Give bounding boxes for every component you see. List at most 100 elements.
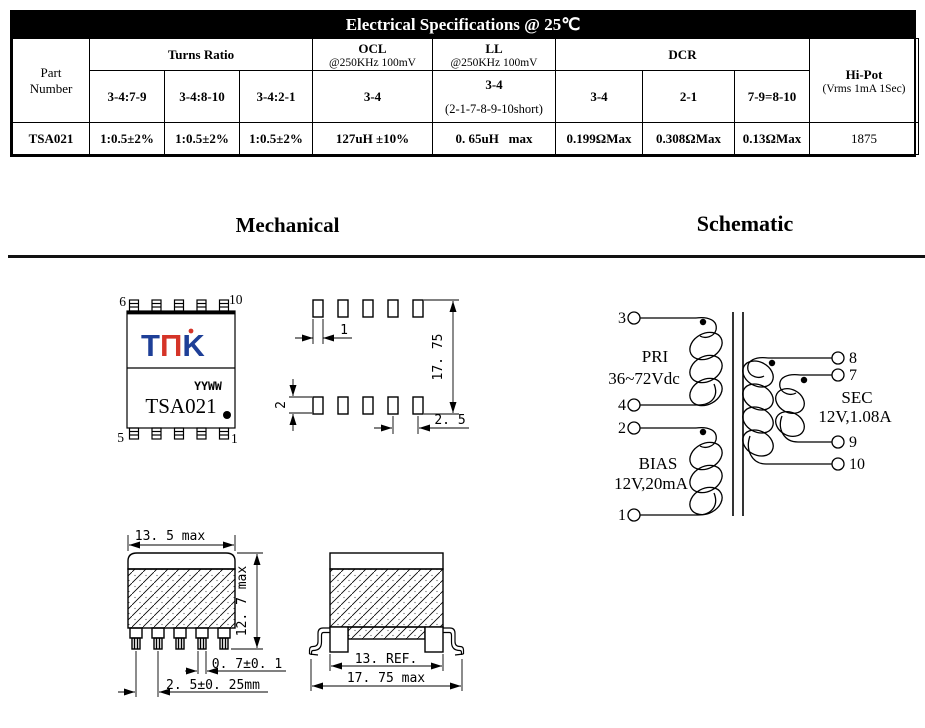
logo-letter-k: K — [182, 328, 205, 363]
cell-ll: 0. 65uH max — [432, 122, 556, 155]
logo-letter-t: T — [141, 328, 160, 363]
col-turns-ratio: Turns Ratio — [89, 38, 313, 71]
dim-body-height: 12. 7 max — [235, 566, 250, 637]
dcr-sub-3: 7-9=8-10 — [733, 70, 811, 123]
left-foot — [329, 626, 349, 653]
pri-phase-dot — [699, 318, 707, 326]
section-divider-line — [8, 255, 925, 258]
pin1-indicator-dot — [223, 411, 231, 419]
schematic-pin-9: 9 — [849, 434, 857, 451]
turns-sub-1: 3-4:7-9 — [89, 70, 165, 123]
pin-label-6: 6 — [119, 294, 126, 309]
ocl-label: OCL — [358, 40, 387, 56]
ll-sub-short: (2-1-7-8-9-10short) — [445, 101, 543, 116]
col-ll: LL @250KHz 100mV — [432, 38, 556, 71]
dimension-lines — [310, 654, 463, 691]
right-lead — [442, 627, 465, 656]
sec-outer-phase-dot — [768, 359, 776, 367]
schematic-pin-4: 4 — [618, 397, 626, 414]
ll-label: LL — [485, 40, 503, 56]
phase-dots — [699, 318, 808, 436]
side-body — [308, 552, 465, 656]
col-ocl: OCL @250KHz 100mV — [312, 38, 433, 71]
pin-label-5: 5 — [117, 430, 124, 445]
tnk-logo: TΠK — [141, 328, 205, 363]
schematic-pin-2: 2 — [618, 420, 626, 437]
hatched-base-strip — [347, 626, 426, 640]
turns-sub-2: 3-4:8-10 — [164, 70, 240, 123]
bias-label: BIAS — [639, 454, 678, 473]
part-marking: TSA021 — [145, 394, 216, 418]
side-view-drawing: 13. REF. 17. 75 max — [308, 552, 465, 691]
dim-overall-length: 17. 75 — [431, 334, 446, 381]
bias-rating: 12V,20mA — [614, 474, 689, 493]
spec-table: Part Number Turns Ratio OCL @250KHz 100m… — [12, 38, 920, 155]
schematic-pin-8: 8 — [849, 350, 857, 367]
turns-sub-3: 3-4:2-1 — [239, 70, 313, 123]
dim-pad-pitch: 2. 5 — [434, 413, 465, 428]
logo-dot — [188, 328, 194, 334]
dim-pad-length: 2 — [274, 401, 289, 409]
cell-ocl: 127uH ±10% — [312, 122, 433, 155]
col-hipot: Hi-Pot (Vrms 1mA 1Sec) — [809, 38, 920, 123]
schematic-section-title: Schematic — [696, 211, 794, 236]
windings — [627, 311, 845, 522]
ocl-sub: 3-4 — [312, 70, 433, 123]
mechanical-section-title: Mechanical — [235, 213, 340, 237]
dim-overall-width: 17. 75 max — [347, 671, 425, 686]
header-row-groups: Part Number Turns Ratio OCL @250KHz 100m… — [12, 38, 920, 123]
dim-pin-width: 0. 7±0. 1 — [212, 657, 282, 672]
pads — [312, 299, 424, 415]
hatched-body — [329, 568, 444, 628]
cell-turns-1: 1:0.5±2% — [89, 122, 165, 155]
sec-rating: 12V,1.08A — [818, 407, 892, 426]
date-code: YYWW — [194, 379, 222, 393]
pin-label-10: 10 — [229, 292, 243, 307]
land-pattern-drawing: 1 17. 75 2 2. 5 — [274, 299, 469, 434]
left-lead — [308, 627, 331, 656]
cell-turns-2: 1:0.5±2% — [164, 122, 240, 155]
dim-body-width: 13. 5 max — [135, 529, 206, 544]
dcr-sub-1: 3-4 — [555, 70, 643, 123]
table-title: Electrical Specifications @ 25℃ — [12, 12, 914, 38]
sec-label: SEC — [841, 388, 872, 407]
core-cap — [127, 552, 236, 570]
ll-sub: 3-4 (2-1-7-8-9-10short) — [432, 70, 556, 123]
cell-dcr-3: 0.13ΩMax — [733, 122, 811, 155]
schematic-pin-3: 3 — [618, 310, 626, 327]
bias-phase-dot — [699, 428, 707, 436]
dim-pad-width: 1 — [340, 323, 348, 338]
sec-inner-phase-dot — [800, 376, 808, 384]
cell-dcr-1: 0.199ΩMax — [555, 122, 643, 155]
dimension-lines — [118, 535, 286, 697]
schematic-drawing: 3 4 2 1 8 7 9 10 PRI 36~72Vdc BIAS 12V,2… — [608, 310, 892, 524]
cell-part: TSA021 — [12, 122, 90, 155]
right-foot — [424, 626, 444, 653]
ocl-condition: @250KHz 100mV — [329, 56, 416, 69]
pri-rating: 36~72Vdc — [608, 369, 680, 388]
dim-pin-pitch: 2. 5±0. 25mm — [166, 678, 260, 693]
cell-hipot: 1875 — [809, 122, 920, 155]
cell-turns-3: 1:0.5±2% — [239, 122, 313, 155]
schematic-pin-7: 7 — [849, 367, 857, 384]
front-view-drawing: 13. 5 max 12. 7 max 0. 7±0. 1 2. 5±0. 25… — [118, 529, 286, 697]
front-body — [127, 552, 236, 650]
hipot-condition: (Vrms 1mA 1Sec) — [822, 82, 906, 95]
chip-top-view-drawing: TΠK YYWW TSA021 6 10 5 1 — [117, 292, 243, 446]
dim-body-ref: 13. REF. — [355, 652, 418, 667]
table-row: TSA021 1:0.5±2% 1:0.5±2% 1:0.5±2% 127uH … — [12, 122, 920, 155]
col-dcr: DCR — [554, 38, 811, 71]
col-part-number: Part Number — [12, 38, 90, 123]
schematic-pin-10: 10 — [849, 456, 865, 473]
schematic-pin-1: 1 — [618, 507, 626, 524]
ll-condition: @250KHz 100mV — [450, 56, 538, 69]
dimension-lines — [289, 299, 469, 434]
hatched-body — [127, 568, 236, 629]
cell-dcr-2: 0.308ΩMax — [642, 122, 735, 155]
top-band — [329, 552, 444, 570]
pin-label-1: 1 — [231, 431, 238, 446]
header-row-pins: 3-4:7-9 3-4:8-10 3-4:2-1 3-4 3-4 (2-1-7-… — [13, 70, 919, 123]
dcr-sub-2: 2-1 — [642, 70, 735, 123]
electrical-spec-table: Electrical Specifications @ 25℃ Part Num… — [10, 10, 920, 157]
